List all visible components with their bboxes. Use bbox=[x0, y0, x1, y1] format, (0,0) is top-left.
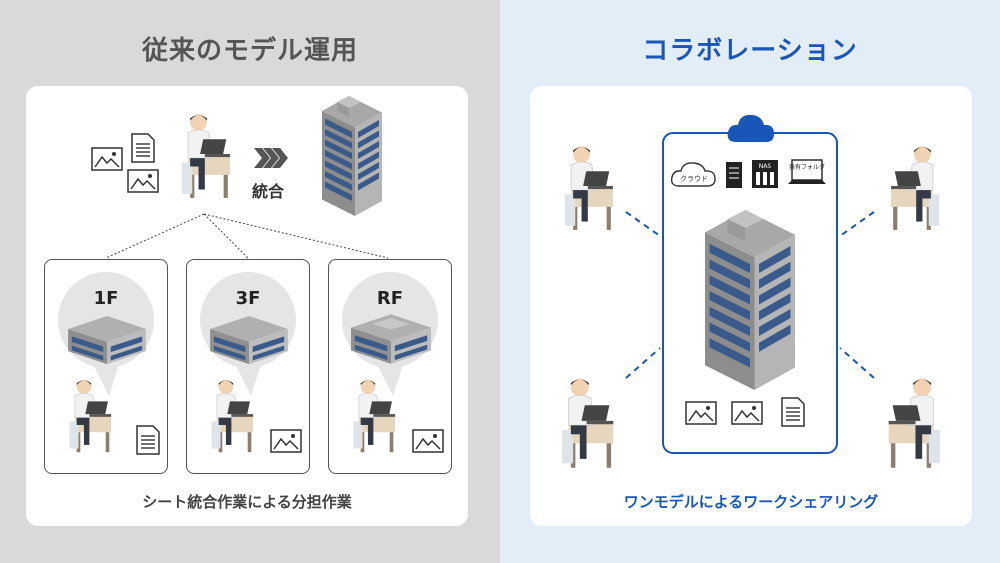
collaboration-connectors bbox=[625, 211, 875, 379]
collaboration-title: コラボレーション bbox=[642, 36, 858, 66]
collaboration-panel: コラボレーション クラウド NAS 共有フォル bbox=[500, 0, 1000, 563]
sheet-doc-icon bbox=[136, 425, 160, 455]
cloud-label: クラウド bbox=[680, 175, 708, 183]
nas-label: NAS bbox=[759, 163, 772, 170]
nas-icon: NAS bbox=[752, 160, 778, 188]
floor-building-icon bbox=[210, 316, 288, 365]
distribution-lines bbox=[105, 213, 389, 259]
traditional-model-panel: 従来のモデル運用 統合 1F bbox=[0, 0, 500, 563]
image-doc-icon bbox=[270, 429, 302, 453]
server-icon bbox=[726, 162, 742, 188]
forward-arrows-icon bbox=[254, 148, 288, 168]
floor-box-1f: 1F bbox=[44, 259, 168, 474]
cloud-badge-icon bbox=[727, 114, 774, 142]
collaboration-caption: ワンモデルによるワークシェアリング bbox=[623, 493, 879, 511]
floor-label: 3F bbox=[235, 288, 261, 309]
worker-illustration bbox=[352, 379, 396, 453]
shared-folder-icon: 共有フォルダ bbox=[788, 159, 826, 184]
traditional-title: 従来のモデル運用 bbox=[141, 36, 358, 66]
cloud-storage-icon: クラウド bbox=[670, 162, 716, 187]
shared-folder-label: 共有フォルダ bbox=[789, 163, 825, 171]
worker-illustration bbox=[68, 379, 112, 453]
traditional-caption: シート統合作業による分担作業 bbox=[142, 493, 352, 511]
worker-illustration bbox=[561, 377, 614, 469]
floor-building-icon bbox=[351, 314, 431, 364]
image-doc-icon bbox=[412, 429, 444, 453]
collaboration-card: クラウド NAS 共有フォルダ bbox=[530, 86, 972, 526]
floor-label: 1F bbox=[93, 288, 119, 309]
worker-illustration bbox=[888, 377, 941, 469]
worker-illustration bbox=[210, 379, 254, 453]
floor-box-3f: 3F bbox=[186, 259, 310, 474]
worker-illustration bbox=[890, 145, 940, 231]
traditional-card: 統合 1F 3F bbox=[26, 86, 468, 526]
worker-illustration bbox=[564, 145, 614, 231]
floor-building-icon bbox=[68, 316, 146, 365]
floor-label: RF bbox=[376, 288, 404, 309]
floor-box-rf: RF bbox=[328, 259, 452, 474]
integrate-label: 統合 bbox=[252, 182, 285, 201]
